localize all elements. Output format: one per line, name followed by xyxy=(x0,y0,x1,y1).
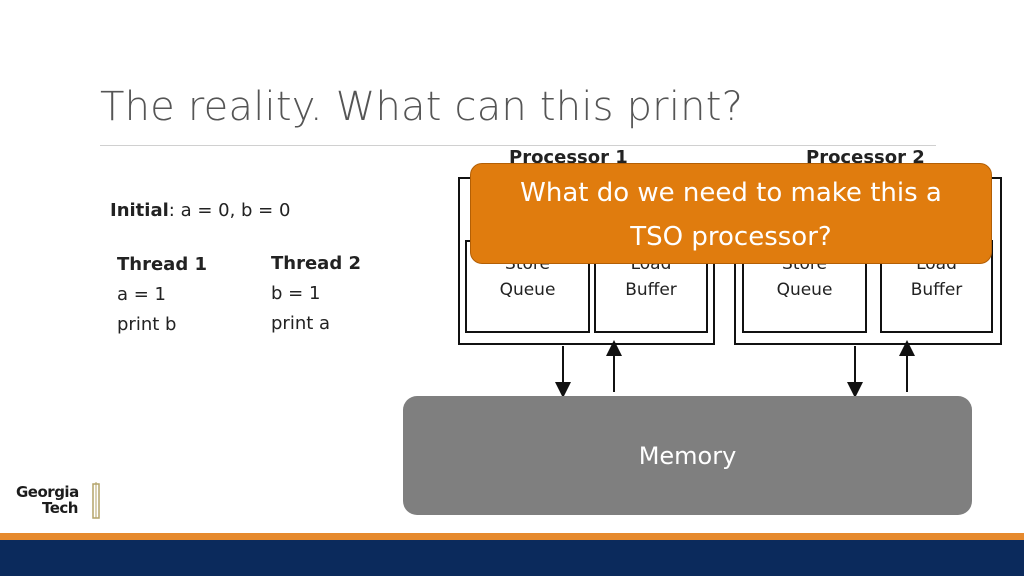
callout-line-1: What do we need to make this a xyxy=(520,178,942,208)
thread-1-title: Thread 1 xyxy=(117,254,207,275)
thread-1-line-2: print b xyxy=(117,314,177,335)
slide-title: The reality. What can this print? xyxy=(100,84,744,130)
title-divider xyxy=(100,145,936,146)
thread-1-line-1: a = 1 xyxy=(117,284,167,305)
thread-2-line-2: print a xyxy=(271,313,331,334)
thread-2-line-1: b = 1 xyxy=(271,283,321,304)
load-buffer-word-2: Buffer xyxy=(910,280,963,300)
tech-tower-icon xyxy=(92,482,100,519)
memory-label: Memory xyxy=(638,441,737,470)
logo-line-2: Tech xyxy=(42,499,78,517)
processor-2-label: Processor 2 xyxy=(806,147,925,168)
footer-band-navy xyxy=(0,540,1024,576)
georgia-tech-logo: Georgia Tech xyxy=(16,482,100,519)
processor-1-label: Processor 1 xyxy=(509,147,628,168)
callout-line-2: TSO processor? xyxy=(630,222,832,252)
store-queue-word-2: Queue xyxy=(499,280,556,300)
initial-label: Initial xyxy=(110,200,169,221)
logo-line-1: Georgia xyxy=(16,483,79,501)
thread-1: Thread 1 a = 1 print b xyxy=(117,250,207,340)
load-buffer-word-2: Buffer xyxy=(625,280,677,300)
memory-block: Memory xyxy=(403,396,972,515)
question-callout: What do we need to make this a TSO proce… xyxy=(470,163,992,264)
thread-2-title: Thread 2 xyxy=(271,253,361,274)
initial-value: : a = 0, b = 0 xyxy=(168,200,291,221)
thread-2: Thread 2 b = 1 print a xyxy=(271,249,361,339)
store-queue-word-2: Queue xyxy=(776,280,833,300)
initial-values: Initial: a = 0, b = 0 xyxy=(110,200,290,221)
footer-band-orange xyxy=(0,533,1024,540)
memory-arrows xyxy=(555,340,915,398)
